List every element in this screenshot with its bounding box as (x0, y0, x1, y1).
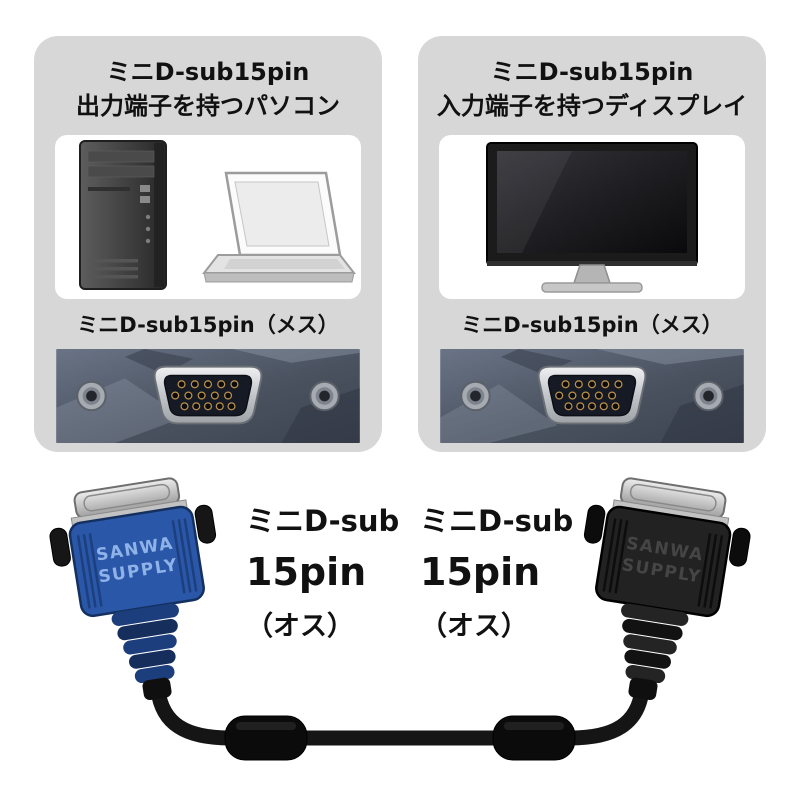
male-connector-label-left: ミニD-sub 15pin （オス） (246, 498, 399, 643)
ferrite-core-left-icon (224, 715, 308, 761)
male-left-line1: ミニD-sub (246, 504, 400, 538)
ferrite-core-right-icon (492, 715, 576, 761)
dsub-female-shell-icon (537, 365, 647, 425)
desktop-and-laptop-icon (79, 140, 357, 291)
vga-male-connector-black-icon: SANWA SUPPLY (583, 477, 751, 701)
male-left-line3: （オス） (246, 611, 354, 642)
dsub-female-shell-icon (153, 365, 263, 425)
panel-display-title-line2: 入力端子を持つディスプレイ (436, 91, 748, 120)
male-right-line3: （オス） (420, 611, 528, 642)
strain-relief-black (621, 603, 689, 701)
panel-display-title-line1: ミニD-sub15pin (490, 58, 694, 86)
panel-pc: ミニD-sub15pin 出力端子を持つパソコン (34, 36, 382, 452)
male-right-line1: ミニD-sub (420, 504, 574, 538)
laptop-icon (201, 171, 357, 283)
pc-illustration-box (55, 135, 361, 300)
panel-pc-title-line2: 出力端子を持つパソコン (76, 91, 340, 120)
cable-illustration: SANWA SUPPLY SANWA SUPPLY (0, 468, 800, 800)
screw-right-icon (693, 381, 724, 412)
male-left-line2: 15pin (246, 550, 367, 594)
monitor-icon (486, 142, 698, 293)
panel-display: ミニD-sub15pin 入力端子を持つディスプレイ ミニD-sub15pin（… (418, 36, 766, 452)
desktop-tower-icon (79, 140, 167, 291)
screw-left-icon (76, 381, 107, 412)
screw-right-icon (309, 381, 340, 412)
vga-male-connector-blue-icon: SANWA SUPPLY (49, 477, 217, 701)
panel-pc-connector-label: ミニD-sub15pin（メス） (77, 313, 339, 338)
vga-female-port-icon (56, 349, 360, 444)
panel-display-connector-label: ミニD-sub15pin（メス） (461, 313, 723, 338)
male-right-line2: 15pin (420, 550, 541, 594)
strain-relief-blue (111, 603, 179, 701)
screw-left-icon (460, 381, 491, 412)
panel-display-title: ミニD-sub15pin 入力端子を持つディスプレイ (436, 56, 748, 123)
male-connector-label-right: ミニD-sub 15pin （オス） (420, 498, 573, 643)
cable-cord (150, 682, 650, 746)
vga-female-port-icon (440, 349, 744, 444)
display-illustration-box (439, 135, 745, 300)
vga-female-port-photo-display (436, 349, 748, 444)
panel-pc-title-line1: ミニD-sub15pin (106, 58, 310, 86)
vga-female-port-photo-pc (52, 349, 364, 444)
panel-pc-title: ミニD-sub15pin 出力端子を持つパソコン (52, 56, 364, 123)
vga-cable-icon: SANWA SUPPLY SANWA SUPPLY (49, 477, 751, 761)
